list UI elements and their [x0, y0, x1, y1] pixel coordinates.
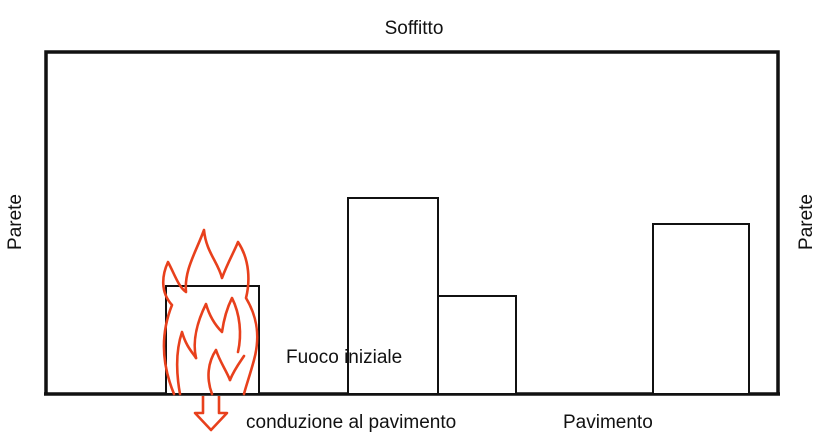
wall-right-label: Parete — [796, 194, 817, 250]
right-furniture — [652, 223, 750, 395]
flame-icon — [161, 228, 259, 396]
initial-fire-label: Fuoco iniziale — [286, 347, 402, 368]
floor-label: Pavimento — [563, 412, 653, 433]
room-outline — [44, 50, 780, 394]
ceiling-label: Soffitto — [385, 18, 444, 39]
wall-left-label: Parete — [5, 194, 26, 250]
low-furniture — [437, 295, 517, 395]
conduction-label: conduzione al pavimento — [246, 412, 456, 433]
burning-object — [165, 285, 260, 395]
arrow-down-icon — [193, 396, 229, 432]
tall-furniture — [347, 197, 439, 395]
